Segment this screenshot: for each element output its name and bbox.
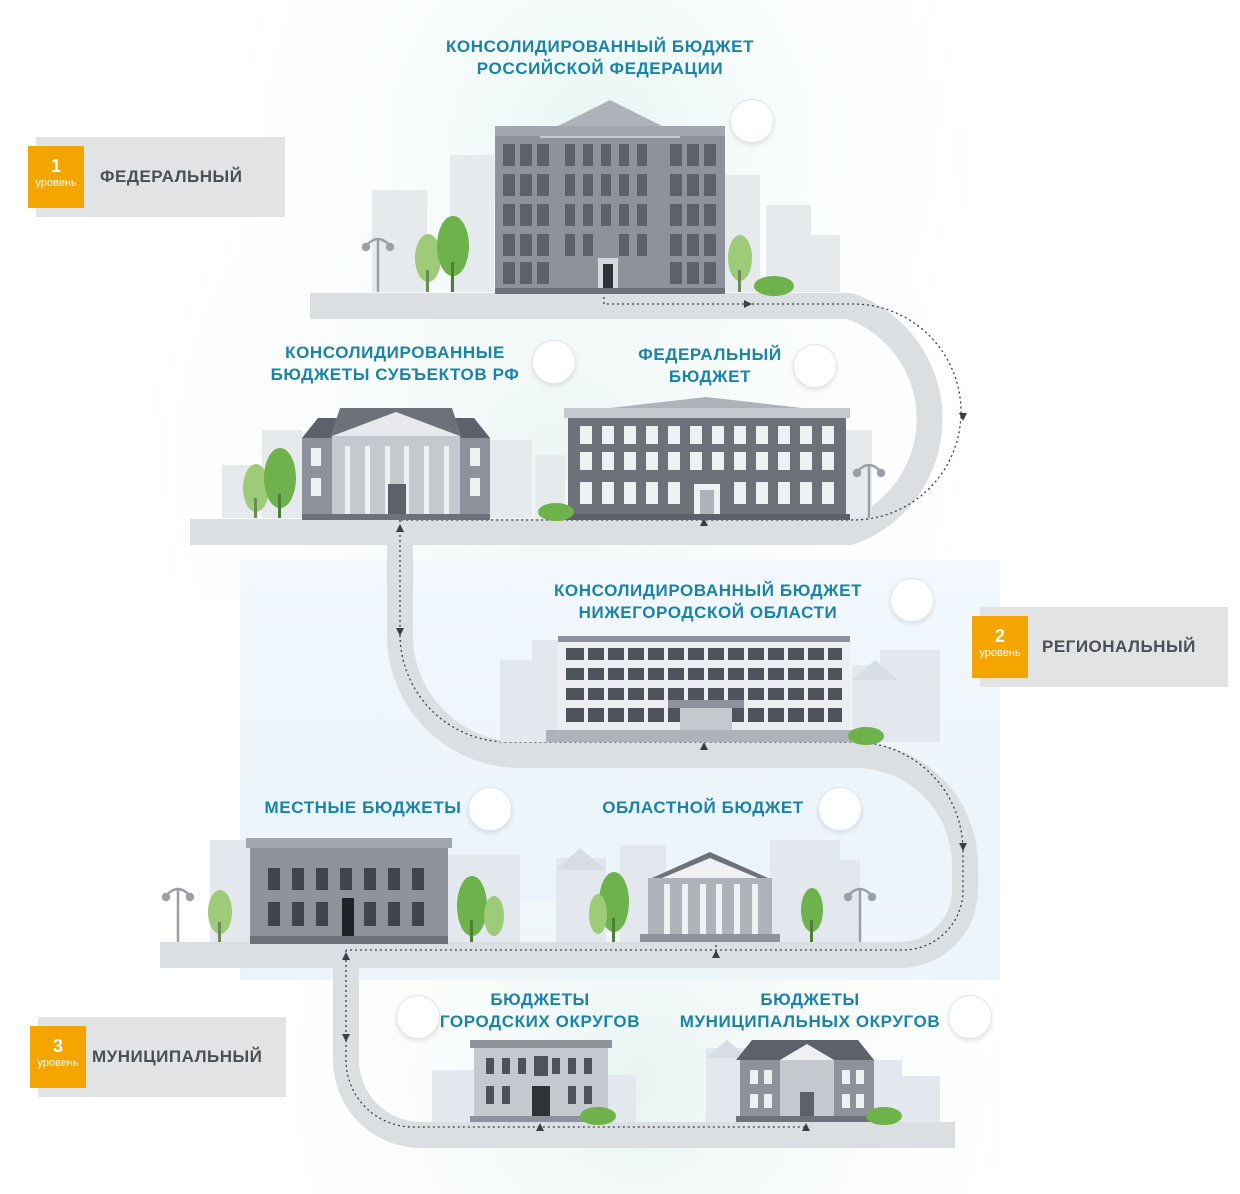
street-lamp-icon: [361, 237, 395, 292]
decor-circle: [890, 578, 934, 622]
building-icon: [546, 636, 868, 742]
decor-circle: [532, 340, 576, 384]
decor-circle: [468, 787, 512, 831]
node-consolidated-subjects-text: КОНСОЛИДИРОВАННЫЕ БЮДЖЕТЫ СУБЪЕКТОВ РФ: [270, 343, 520, 384]
decor-circle: [948, 995, 992, 1039]
node-local-budgets-text: МЕСТНЫЕ БЮДЖЕТЫ: [264, 798, 462, 817]
level-badge: 1 уровень: [28, 146, 84, 208]
node-local-budgets: МЕСТНЫЕ БЮДЖЕТЫ: [248, 797, 478, 819]
level-tag-federal: 1 уровень ФЕДЕРАЛЬНЫЙ: [28, 137, 285, 217]
node-consolidated-rf-text: КОНСОЛИДИРОВАННЫЙ БЮДЖЕТ РОССИЙСКОЙ ФЕДЕ…: [445, 37, 755, 78]
decor-circle: [730, 99, 774, 143]
node-municipal-districts: БЮДЖЕТЫ МУНИЦИПАЛЬНЫХ ОКРУГОВ: [670, 989, 950, 1033]
node-oblast-budget-text: ОБЛАСТНОЙ БЮДЖЕТ: [602, 798, 804, 817]
level-unit: уровень: [37, 1057, 79, 1069]
node-oblast-budget: ОБЛАСТНОЙ БЮДЖЕТ: [583, 797, 823, 819]
level-name: МУНИЦИПАЛЬНЫЙ: [92, 1047, 263, 1066]
tree-icon: [208, 872, 823, 942]
building-icon: [246, 838, 452, 944]
building-icon: [302, 408, 490, 520]
node-federal-budget: ФЕДЕРАЛЬНЫЙ БЮДЖЕТ: [610, 344, 810, 388]
level-tag-regional: 2 уровень РЕГИОНАЛЬНЫЙ: [972, 607, 1228, 687]
bush-icon: [538, 503, 574, 521]
level-unit: уровень: [979, 647, 1021, 659]
decor-circle: [396, 995, 440, 1039]
decor-circle: [793, 344, 837, 388]
node-consolidated-region-text: КОНСОЛИДИРОВАННЫЙ БЮДЖЕТ НИЖЕГОРОДСКОЙ О…: [553, 581, 863, 622]
level-unit: уровень: [35, 177, 77, 189]
node-city-districts: БЮДЖЕТЫ ГОРОДСКИХ ОКРУГОВ: [430, 989, 650, 1033]
level-number: 3: [52, 1036, 63, 1056]
node-federal-budget-text: ФЕДЕРАЛЬНЫЙ БЮДЖЕТ: [638, 345, 782, 386]
node-consolidated-rf: КОНСОЛИДИРОВАННЫЙ БЮДЖЕТ РОССИЙСКОЙ ФЕДЕ…: [400, 36, 800, 80]
node-consolidated-region: КОНСОЛИДИРОВАННЫЙ БЮДЖЕТ НИЖЕГОРОДСКОЙ О…: [508, 580, 908, 624]
building-icon: [470, 1040, 612, 1122]
level-tag-municipal: 3 уровень МУНИЦИПАЛЬНЫЙ: [30, 1017, 286, 1097]
city-silhouette-3: [500, 640, 940, 742]
level-number: 1: [50, 156, 61, 176]
building-icon: [736, 1040, 878, 1122]
building-icon: [640, 852, 780, 942]
street-lamp-icon: [852, 463, 886, 518]
level-name: РЕГИОНАЛЬНЫЙ: [1042, 637, 1196, 656]
level-name: ФЕДЕРАЛЬНЫЙ: [100, 167, 243, 186]
tree-icon: [415, 216, 752, 292]
level-badge: 2 уровень: [972, 616, 1028, 678]
node-municipal-districts-text: БЮДЖЕТЫ МУНИЦИПАЛЬНЫХ ОКРУГОВ: [679, 990, 941, 1031]
building-icon: [495, 100, 725, 294]
bush-icon: [848, 727, 884, 745]
tree-icon: [243, 448, 296, 518]
decor-circle: [818, 787, 862, 831]
node-consolidated-subjects: КОНСОЛИДИРОВАННЫЕ БЮДЖЕТЫ СУБЪЕКТОВ РФ: [245, 342, 545, 386]
level-number: 2: [994, 626, 1005, 646]
bush-icon: [580, 1107, 902, 1125]
node-city-districts-text: БЮДЖЕТЫ ГОРОДСКИХ ОКРУГОВ: [439, 990, 641, 1031]
street-lamp-icon: [161, 887, 877, 942]
building-icon: [564, 397, 850, 520]
bush-icon: [754, 276, 794, 296]
arrow-icon: [342, 300, 967, 1131]
level-badge: 3 уровень: [30, 1026, 86, 1088]
